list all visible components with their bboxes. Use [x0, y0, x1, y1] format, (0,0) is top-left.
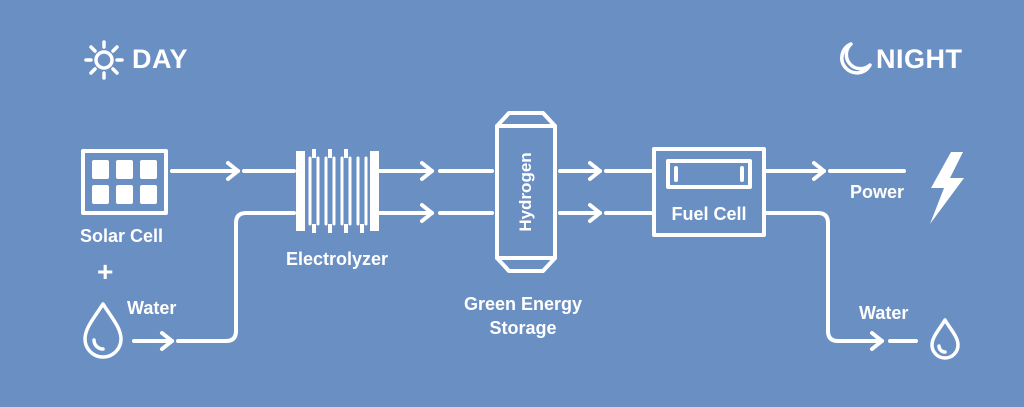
moon-icon [840, 42, 872, 75]
lightning-icon [930, 152, 964, 224]
day-label: DAY [132, 44, 189, 74]
water-output-label: Water [859, 303, 909, 323]
water-drop-icon [83, 302, 123, 359]
water-flow-line [132, 203, 918, 351]
fuel-cell-icon [652, 147, 766, 237]
hydrogen-label: Hydrogen [516, 152, 535, 232]
electrolyzer-icon [296, 149, 379, 233]
water-drop-output-icon [930, 318, 960, 360]
electrolyzer-label: Electrolyzer [285, 249, 389, 269]
top-flow-line [170, 161, 906, 181]
night-label: NIGHT [876, 44, 963, 74]
plus-sign: + [97, 256, 114, 287]
water-input-label: Water [127, 298, 177, 318]
storage-label-line1: Green Energy [463, 294, 583, 314]
solar-cell-label: Solar Cell [80, 226, 164, 246]
sun-icon [84, 40, 124, 80]
power-label: Power [850, 182, 905, 202]
storage-label-line2: Storage [489, 318, 557, 338]
hydrogen-tank-icon [495, 111, 557, 273]
solar-panel-icon [81, 149, 168, 215]
fuel-cell-label: Fuel Cell [671, 204, 747, 224]
